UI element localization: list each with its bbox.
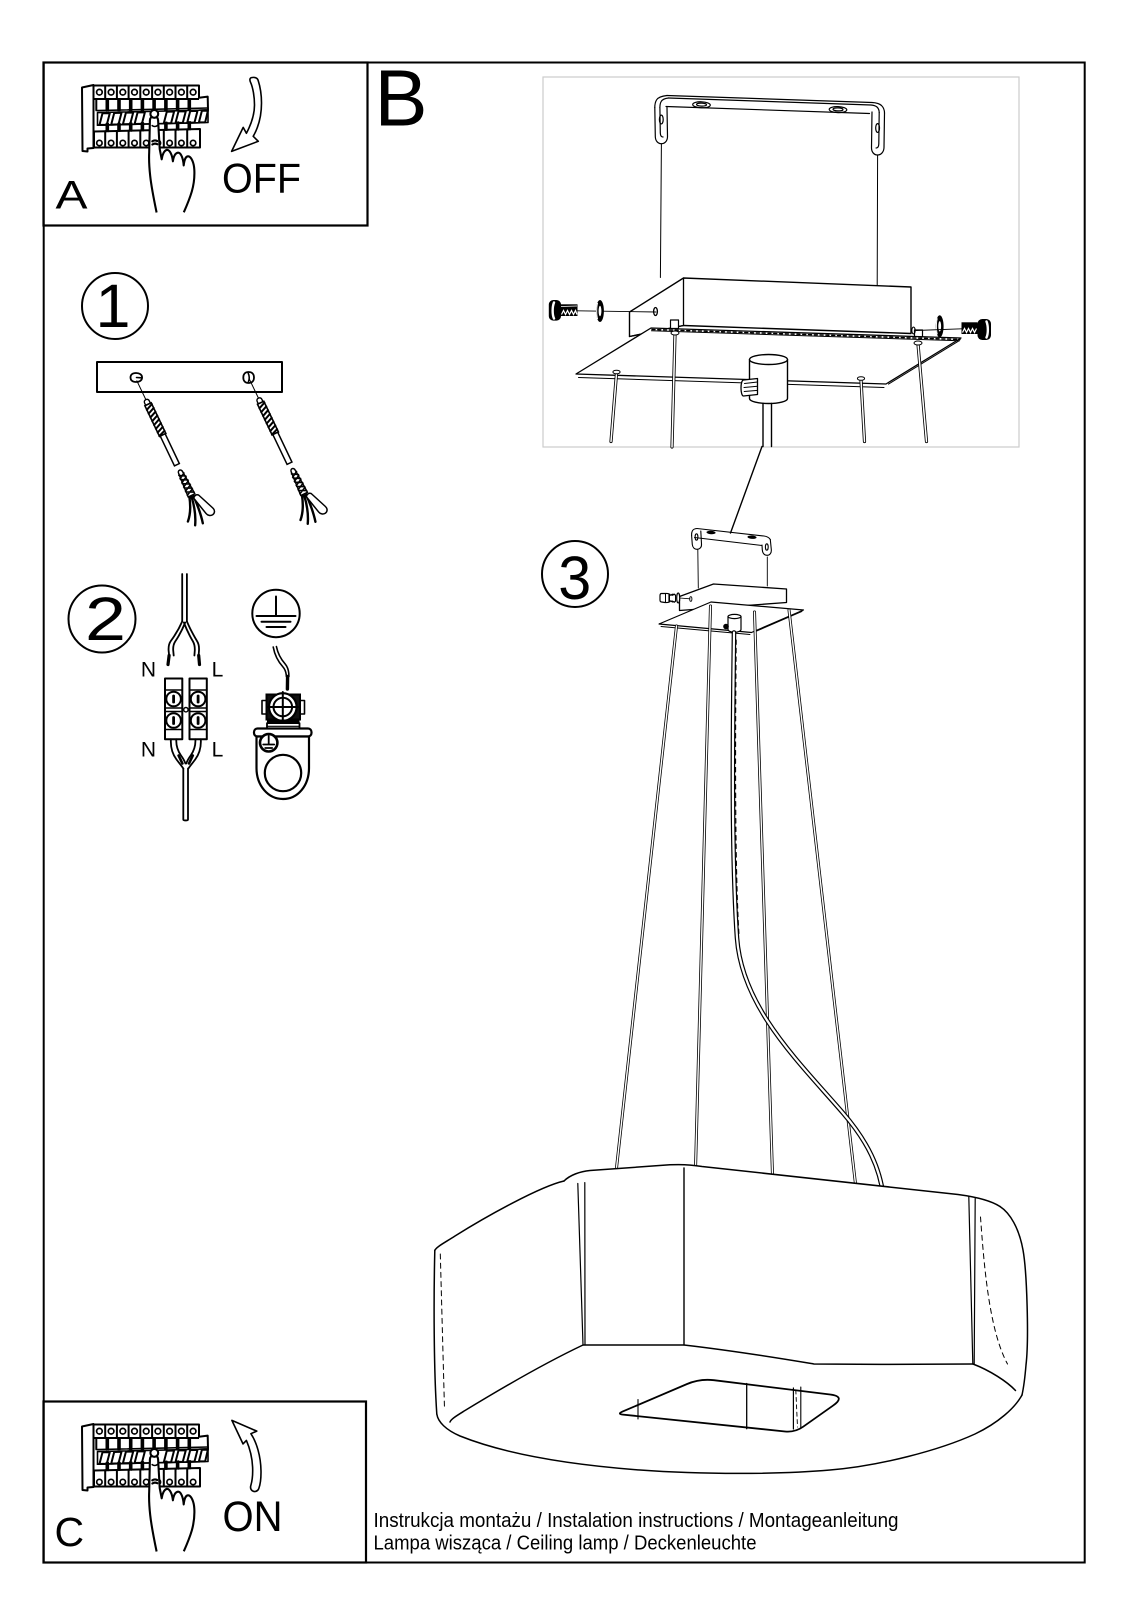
svg-text:L: L xyxy=(212,739,224,762)
svg-text:OFF: OFF xyxy=(222,155,301,202)
svg-text:N: N xyxy=(141,739,156,762)
svg-text:2: 2 xyxy=(85,585,126,653)
svg-text:Lampa wisząca / Ceiling lamp /: Lampa wisząca / Ceiling lamp / Deckenleu… xyxy=(374,1531,757,1554)
svg-text:A: A xyxy=(56,174,88,218)
svg-text:3: 3 xyxy=(558,544,591,612)
svg-text:ON: ON xyxy=(223,1493,283,1541)
svg-text:B: B xyxy=(375,54,428,143)
svg-text:C: C xyxy=(55,1509,85,1555)
svg-text:L: L xyxy=(212,659,224,682)
svg-text:Instrukcja montażu / Instalati: Instrukcja montażu / Instalation instruc… xyxy=(374,1509,899,1532)
svg-text:1: 1 xyxy=(96,272,131,340)
svg-text:N: N xyxy=(141,659,156,682)
